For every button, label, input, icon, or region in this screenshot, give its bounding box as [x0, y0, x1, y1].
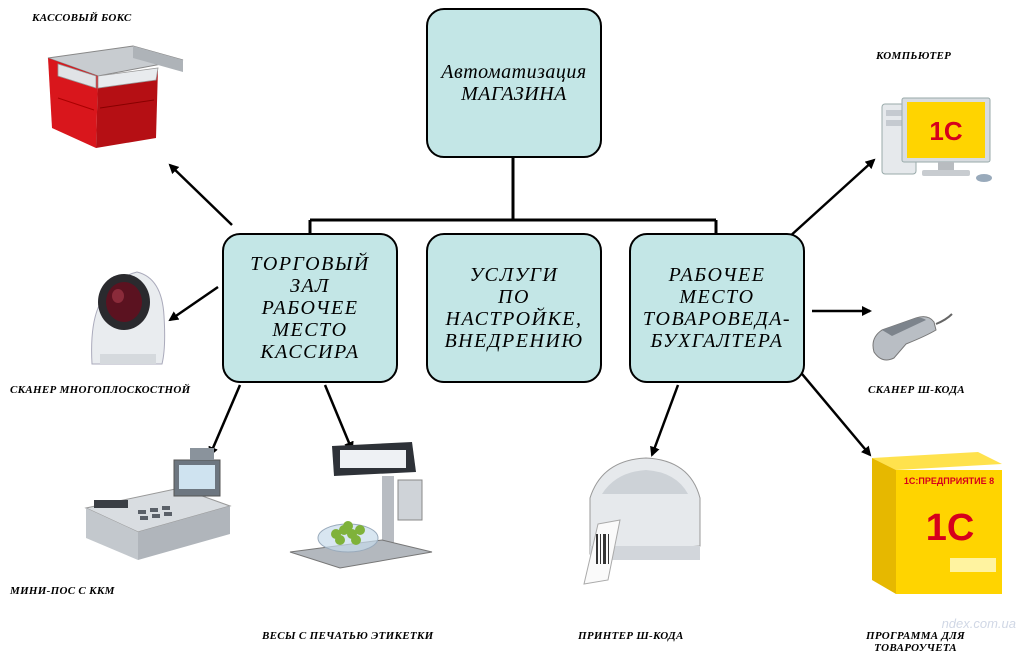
computer-image: 1С	[881, 97, 992, 182]
caption-program-line2: ТОВАРОУЧЕТА	[874, 642, 957, 654]
accountant-box-line: БУХГАЛТЕРА	[650, 330, 784, 352]
caption-cash-box: КАССОВЫЙ БОКС	[32, 12, 132, 24]
enterprise-box-title: 1С:ПРЕДПРИЯТИЕ 8	[904, 476, 994, 486]
printer-image	[583, 457, 701, 585]
caption-scales: ВЕСЫ С ПЕЧАТЬЮ ЭТИКЕТКИ	[262, 630, 434, 642]
arrow-to-computer	[787, 158, 876, 239]
services-box: УСЛУГИ ПО НАСТРОЙКЕ, ВНЕДРЕНИЮ	[426, 233, 602, 383]
services-box-line: ВНЕДРЕНИЮ	[444, 330, 584, 352]
scanner-multi-image	[91, 271, 166, 365]
cashier-box-line: РАБОЧЕЕ	[261, 297, 359, 319]
watermark: ndex.com.ua	[941, 616, 1016, 631]
arrow-to-mini-pos	[208, 384, 242, 457]
cashier-box: ТОРГОВЫЙ ЗАЛ РАБОЧЕЕ МЕСТО КАССИРА	[222, 233, 398, 383]
caption-program: ПРОГРАММА ДЛЯ ТОВАРОУЧЕТА	[866, 630, 965, 654]
cashier-box-line: ЗАЛ	[290, 275, 330, 297]
arrow-to-program	[791, 361, 872, 457]
arrow-to-scales	[323, 384, 354, 452]
arrow-to-scanner-multi	[168, 285, 219, 322]
cashier-box-line: ТОРГОВЫЙ	[250, 253, 370, 275]
caption-printer: ПРИНТЕР Ш-КОДА	[578, 630, 684, 642]
caption-scanner-barcode: СКАНЕР Ш-КОДА	[868, 384, 965, 396]
caption-mini-pos: МИНИ-ПОС С ККМ	[10, 585, 115, 597]
cash-box-image	[47, 45, 184, 148]
main-box: Автоматизация МАГАЗИНА	[426, 8, 602, 158]
caption-scanner-multi: СКАНЕР МНОГОПЛОСКОСТНОЙ	[10, 384, 191, 396]
scales-image	[289, 442, 433, 569]
arrow-to-cash-box	[168, 163, 233, 226]
enterprise-box-image: 1С:ПРЕДПРИЯТИЕ 8 1С	[872, 452, 1002, 594]
caption-program-line1: ПРОГРАММА ДЛЯ	[866, 630, 965, 642]
enterprise-box-logo: 1С	[926, 507, 975, 549]
services-box-line: ПО	[498, 286, 530, 308]
caption-computer: КОМПЬЮТЕР	[876, 50, 952, 62]
accountant-box-line: РАБОЧЕЕ	[668, 264, 766, 286]
services-box-line: УСЛУГИ	[469, 264, 559, 286]
accountant-box-line: ТОВАРОВЕДА-	[642, 308, 792, 330]
accountant-box-line: МЕСТО	[679, 286, 755, 308]
arrow-to-printer	[650, 384, 680, 457]
accountant-box: РАБОЧЕЕ МЕСТО ТОВАРОВЕДА- БУХГАЛТЕРА	[629, 233, 805, 383]
services-box-line: НАСТРОЙКЕ,	[445, 308, 583, 330]
cashier-box-line: МЕСТО	[272, 319, 348, 341]
mini-pos-image	[84, 448, 232, 560]
main-box-line1: Автоматизация	[441, 61, 587, 83]
scanner-barcode-image	[872, 313, 953, 361]
computer-1c-logo: 1С	[929, 116, 962, 146]
main-box-line2: МАГАЗИНА	[461, 83, 567, 105]
cashier-box-line: КАССИРА	[260, 341, 360, 363]
